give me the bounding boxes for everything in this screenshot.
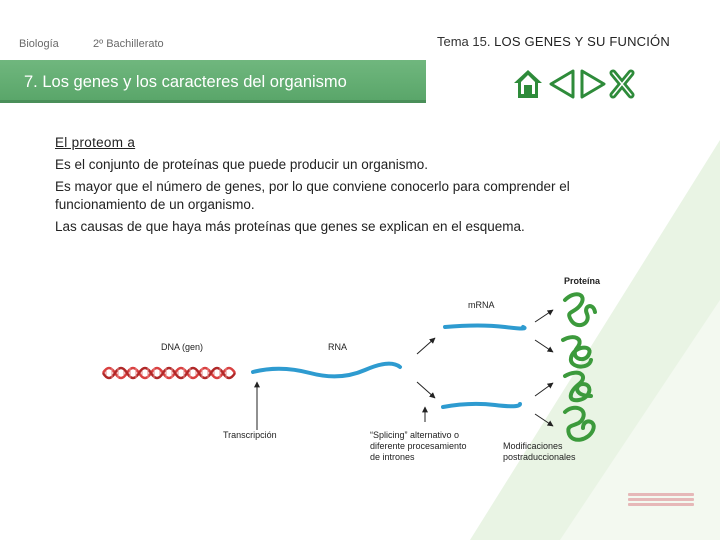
main-content: El proteom a Es el conjunto de proteínas… — [55, 134, 655, 240]
paragraph-genes: Es mayor que el número de genes, por lo … — [55, 179, 570, 212]
section-title-bar: 7. Los genes y los caracteres del organi… — [0, 60, 426, 103]
course-label: 2º Bachillerato — [93, 38, 164, 50]
label-splicing-2: diferente procesamiento — [370, 441, 467, 451]
next-triangle-icon[interactable] — [579, 69, 607, 99]
label-dna: DNA (gen) — [161, 342, 203, 352]
protein-fold-4 — [563, 405, 596, 442]
label-splicing-1: “Splicing” alternativo o — [370, 430, 459, 440]
label-transcription: Transcripción — [223, 430, 277, 440]
publisher-logo — [628, 493, 694, 511]
protein-fold-1 — [563, 292, 597, 328]
arrow-to-mrna-upper — [416, 337, 436, 355]
close-x-icon[interactable] — [608, 69, 636, 99]
arrow-protein-3 — [534, 382, 554, 397]
arrow-protein-2 — [534, 339, 554, 353]
label-rna: RNA — [328, 342, 347, 352]
topic-name: LOS GENES Y SU FUNCIÓN — [494, 34, 670, 49]
prev-triangle-icon[interactable] — [548, 69, 576, 99]
paragraph-causes: Las causas de que haya más proteínas que… — [55, 219, 525, 234]
mrna-strand-lower — [441, 401, 522, 409]
label-protein: Proteína — [564, 276, 601, 286]
label-mrna: mRNA — [468, 300, 495, 310]
home-icon[interactable] — [513, 69, 543, 99]
mrna-strand-upper — [443, 323, 527, 331]
arrow-to-mrna-lower — [416, 381, 436, 399]
label-modifications-2: postraduccionales — [503, 452, 576, 462]
section-title: 7. Los genes y los caracteres del organi… — [24, 73, 347, 91]
label-splicing-3: de intrones — [370, 452, 415, 462]
arrow-protein-1 — [534, 309, 554, 323]
protein-fold-3 — [563, 370, 593, 403]
proteome-diagram: DNA (gen) RNA mRNA Proteína Transcripció… — [101, 276, 601, 462]
rna-strand — [251, 361, 402, 379]
topic-title: Tema 15. LOS GENES Y SU FUNCIÓN — [437, 34, 670, 49]
protein-fold-2 — [561, 335, 593, 369]
slide-navigation — [513, 69, 637, 99]
paragraph-definition: Es el conjunto de proteínas que puede pr… — [55, 157, 428, 172]
content-heading: El proteom a — [55, 135, 136, 150]
dna-helix — [101, 366, 237, 380]
arrow-protein-4 — [534, 413, 554, 427]
label-modifications-1: Modificaciones — [503, 441, 563, 451]
subject-label: Biología — [19, 38, 59, 50]
topic-prefix: Tema 15. — [437, 34, 491, 49]
